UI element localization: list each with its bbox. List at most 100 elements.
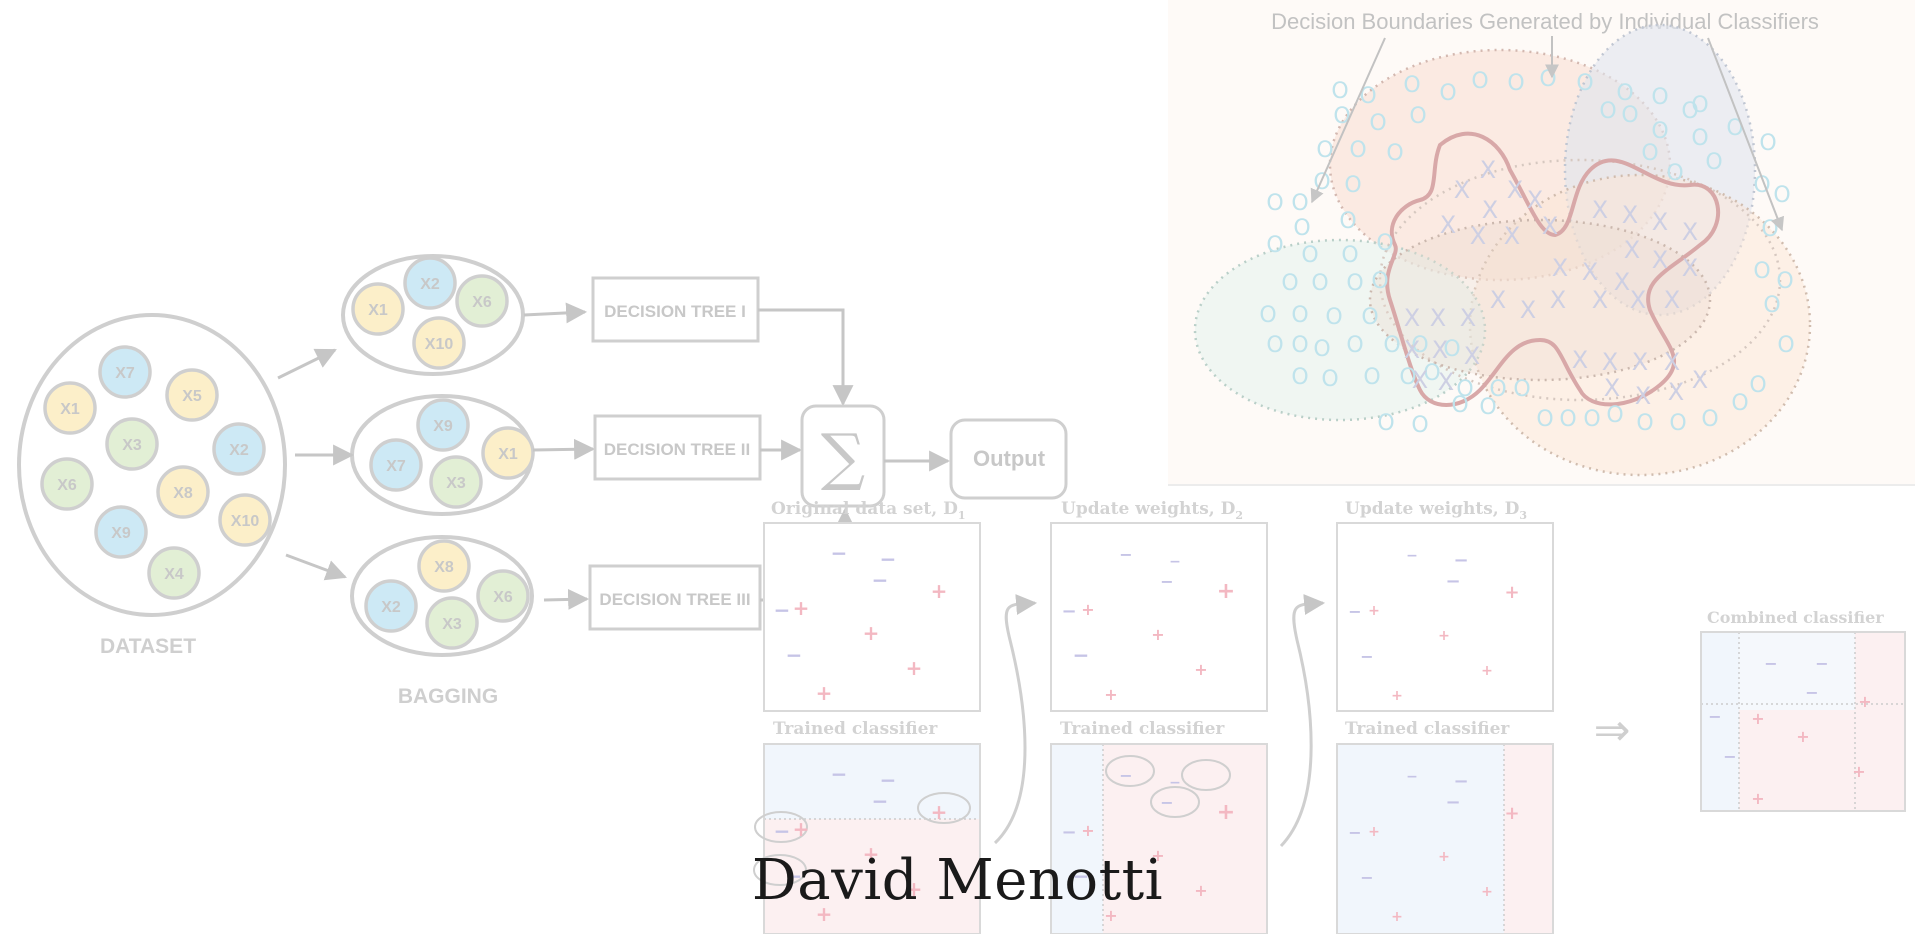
class-o-marker: O	[1386, 141, 1403, 166]
class-x-marker: X	[1432, 336, 1448, 364]
dataset-item: X4	[147, 546, 201, 600]
class-x-marker: X	[1635, 382, 1651, 410]
dataset-item: X3	[105, 417, 159, 471]
class-o-marker: O	[1316, 138, 1333, 163]
plus-sign: +	[793, 817, 810, 841]
minus-sign: −	[774, 598, 791, 622]
class-x-marker: X	[1622, 201, 1638, 229]
class-x-marker: X	[1668, 378, 1684, 406]
minus-sign: −	[1348, 823, 1361, 842]
combined-label: Combined classifier	[1707, 608, 1884, 627]
trained-label-1: Trained classifier	[773, 719, 938, 739]
bag-item: X1	[481, 426, 535, 480]
dataset-item: X1	[43, 381, 97, 435]
sum-box	[800, 404, 886, 508]
arrow-dataset-bag1	[277, 348, 337, 380]
class-o-marker: O	[1409, 104, 1426, 129]
class-o-marker: O	[1311, 271, 1328, 296]
class-x-marker: X	[1542, 212, 1558, 240]
classifier-region-5	[1378, 158, 1782, 402]
plus-sign: +	[1194, 660, 1207, 679]
minus-sign: −	[1348, 602, 1361, 621]
bag-item-label: X3	[446, 475, 466, 492]
dataset-label: DATASET	[100, 635, 196, 658]
minus-sign: −	[1073, 643, 1090, 667]
minus-sign: −	[1169, 554, 1181, 570]
minus-sign: −	[774, 819, 791, 843]
panel-3-title: Update weights, D3	[1345, 499, 1527, 522]
class-o-marker: O	[1291, 303, 1308, 328]
class-x-marker: X	[1592, 196, 1608, 224]
class-x-marker: X	[1632, 348, 1648, 376]
class-o-marker: O	[1333, 104, 1350, 129]
class-x-marker: X	[1482, 196, 1498, 224]
highlight-ellipse	[917, 792, 971, 824]
minus-sign: −	[880, 768, 897, 792]
dataset-item: X5	[165, 368, 219, 422]
bag-item: X8	[417, 539, 471, 593]
plus-sign: +	[1751, 709, 1764, 728]
class-o-marker: O	[1331, 79, 1348, 104]
minus-sign: −	[880, 547, 897, 571]
plus-sign: +	[1481, 663, 1493, 679]
dataset-item-label: X6	[57, 477, 77, 494]
class-o-marker: O	[1344, 173, 1361, 198]
dataset-ellipse	[17, 313, 287, 617]
bag-item-label: X1	[368, 302, 388, 319]
class-o-marker: O	[1651, 119, 1668, 144]
decision-tree-2-box	[593, 414, 762, 481]
class-o-marker: O	[1616, 81, 1633, 106]
class-o-marker: O	[1399, 365, 1416, 390]
data-panel-2	[1050, 522, 1268, 712]
plus-sign: +	[1858, 692, 1871, 711]
class-x-marker: X	[1592, 286, 1608, 314]
class-o-marker: O	[1583, 407, 1600, 432]
class-o-marker: O	[1691, 93, 1708, 118]
bag-item: X6	[455, 274, 509, 328]
data-panel-1	[763, 522, 981, 712]
plus-sign: +	[863, 842, 880, 866]
class-o-marker: O	[1266, 333, 1283, 358]
plus-sign: +	[1194, 881, 1207, 900]
dataset-item-label: X5	[182, 388, 202, 405]
plus-sign: +	[863, 621, 880, 645]
class-x-marker: X	[1582, 258, 1598, 286]
sum-symbol: ∑	[821, 420, 865, 493]
boost-flow-arrow-1	[993, 594, 1038, 845]
bag-item-label: X3	[442, 616, 462, 633]
minus-sign: −	[1815, 654, 1828, 673]
bagging-label: BAGGING	[398, 685, 498, 708]
class-o-marker: O	[1325, 305, 1342, 330]
classifier-region-6	[1368, 218, 1712, 382]
trained-panel-2	[1050, 743, 1268, 934]
boundaries-title: Decision Boundaries Generated by Individ…	[1271, 9, 1819, 34]
class-x-marker: X	[1470, 222, 1486, 250]
dataset-item: X7	[98, 345, 152, 399]
plus-sign: +	[1751, 789, 1764, 808]
class-o-marker: O	[1439, 81, 1456, 106]
plus-sign: +	[1368, 824, 1380, 840]
plus-sign: +	[1796, 727, 1809, 746]
arrow-dataset-bag3	[285, 553, 347, 581]
class-o-marker: O	[1705, 150, 1722, 175]
dataset-item-label: X1	[60, 401, 80, 418]
class-o-marker: O	[1513, 377, 1530, 402]
bag-item: X1	[351, 282, 405, 336]
class-o-marker: O	[1621, 103, 1638, 128]
bag-item: X3	[429, 455, 483, 509]
class-o-marker: O	[1726, 116, 1743, 141]
class-o-marker: O	[1281, 271, 1298, 296]
class-o-marker: O	[1291, 333, 1308, 358]
class-o-marker: O	[1536, 407, 1553, 432]
bag-item-label: X2	[420, 276, 440, 293]
minus-sign: −	[1453, 771, 1468, 792]
highlight-ellipse	[754, 811, 808, 843]
bag-item-label: X10	[425, 336, 454, 353]
class-o-marker: O	[1507, 71, 1524, 96]
class-x-marker: X	[1552, 254, 1568, 282]
class-o-marker: O	[1371, 269, 1388, 294]
highlight-ellipse	[753, 854, 807, 886]
arrow-bag2-tree2	[532, 438, 596, 460]
panel-1-title: Original data set, D1	[771, 499, 965, 522]
